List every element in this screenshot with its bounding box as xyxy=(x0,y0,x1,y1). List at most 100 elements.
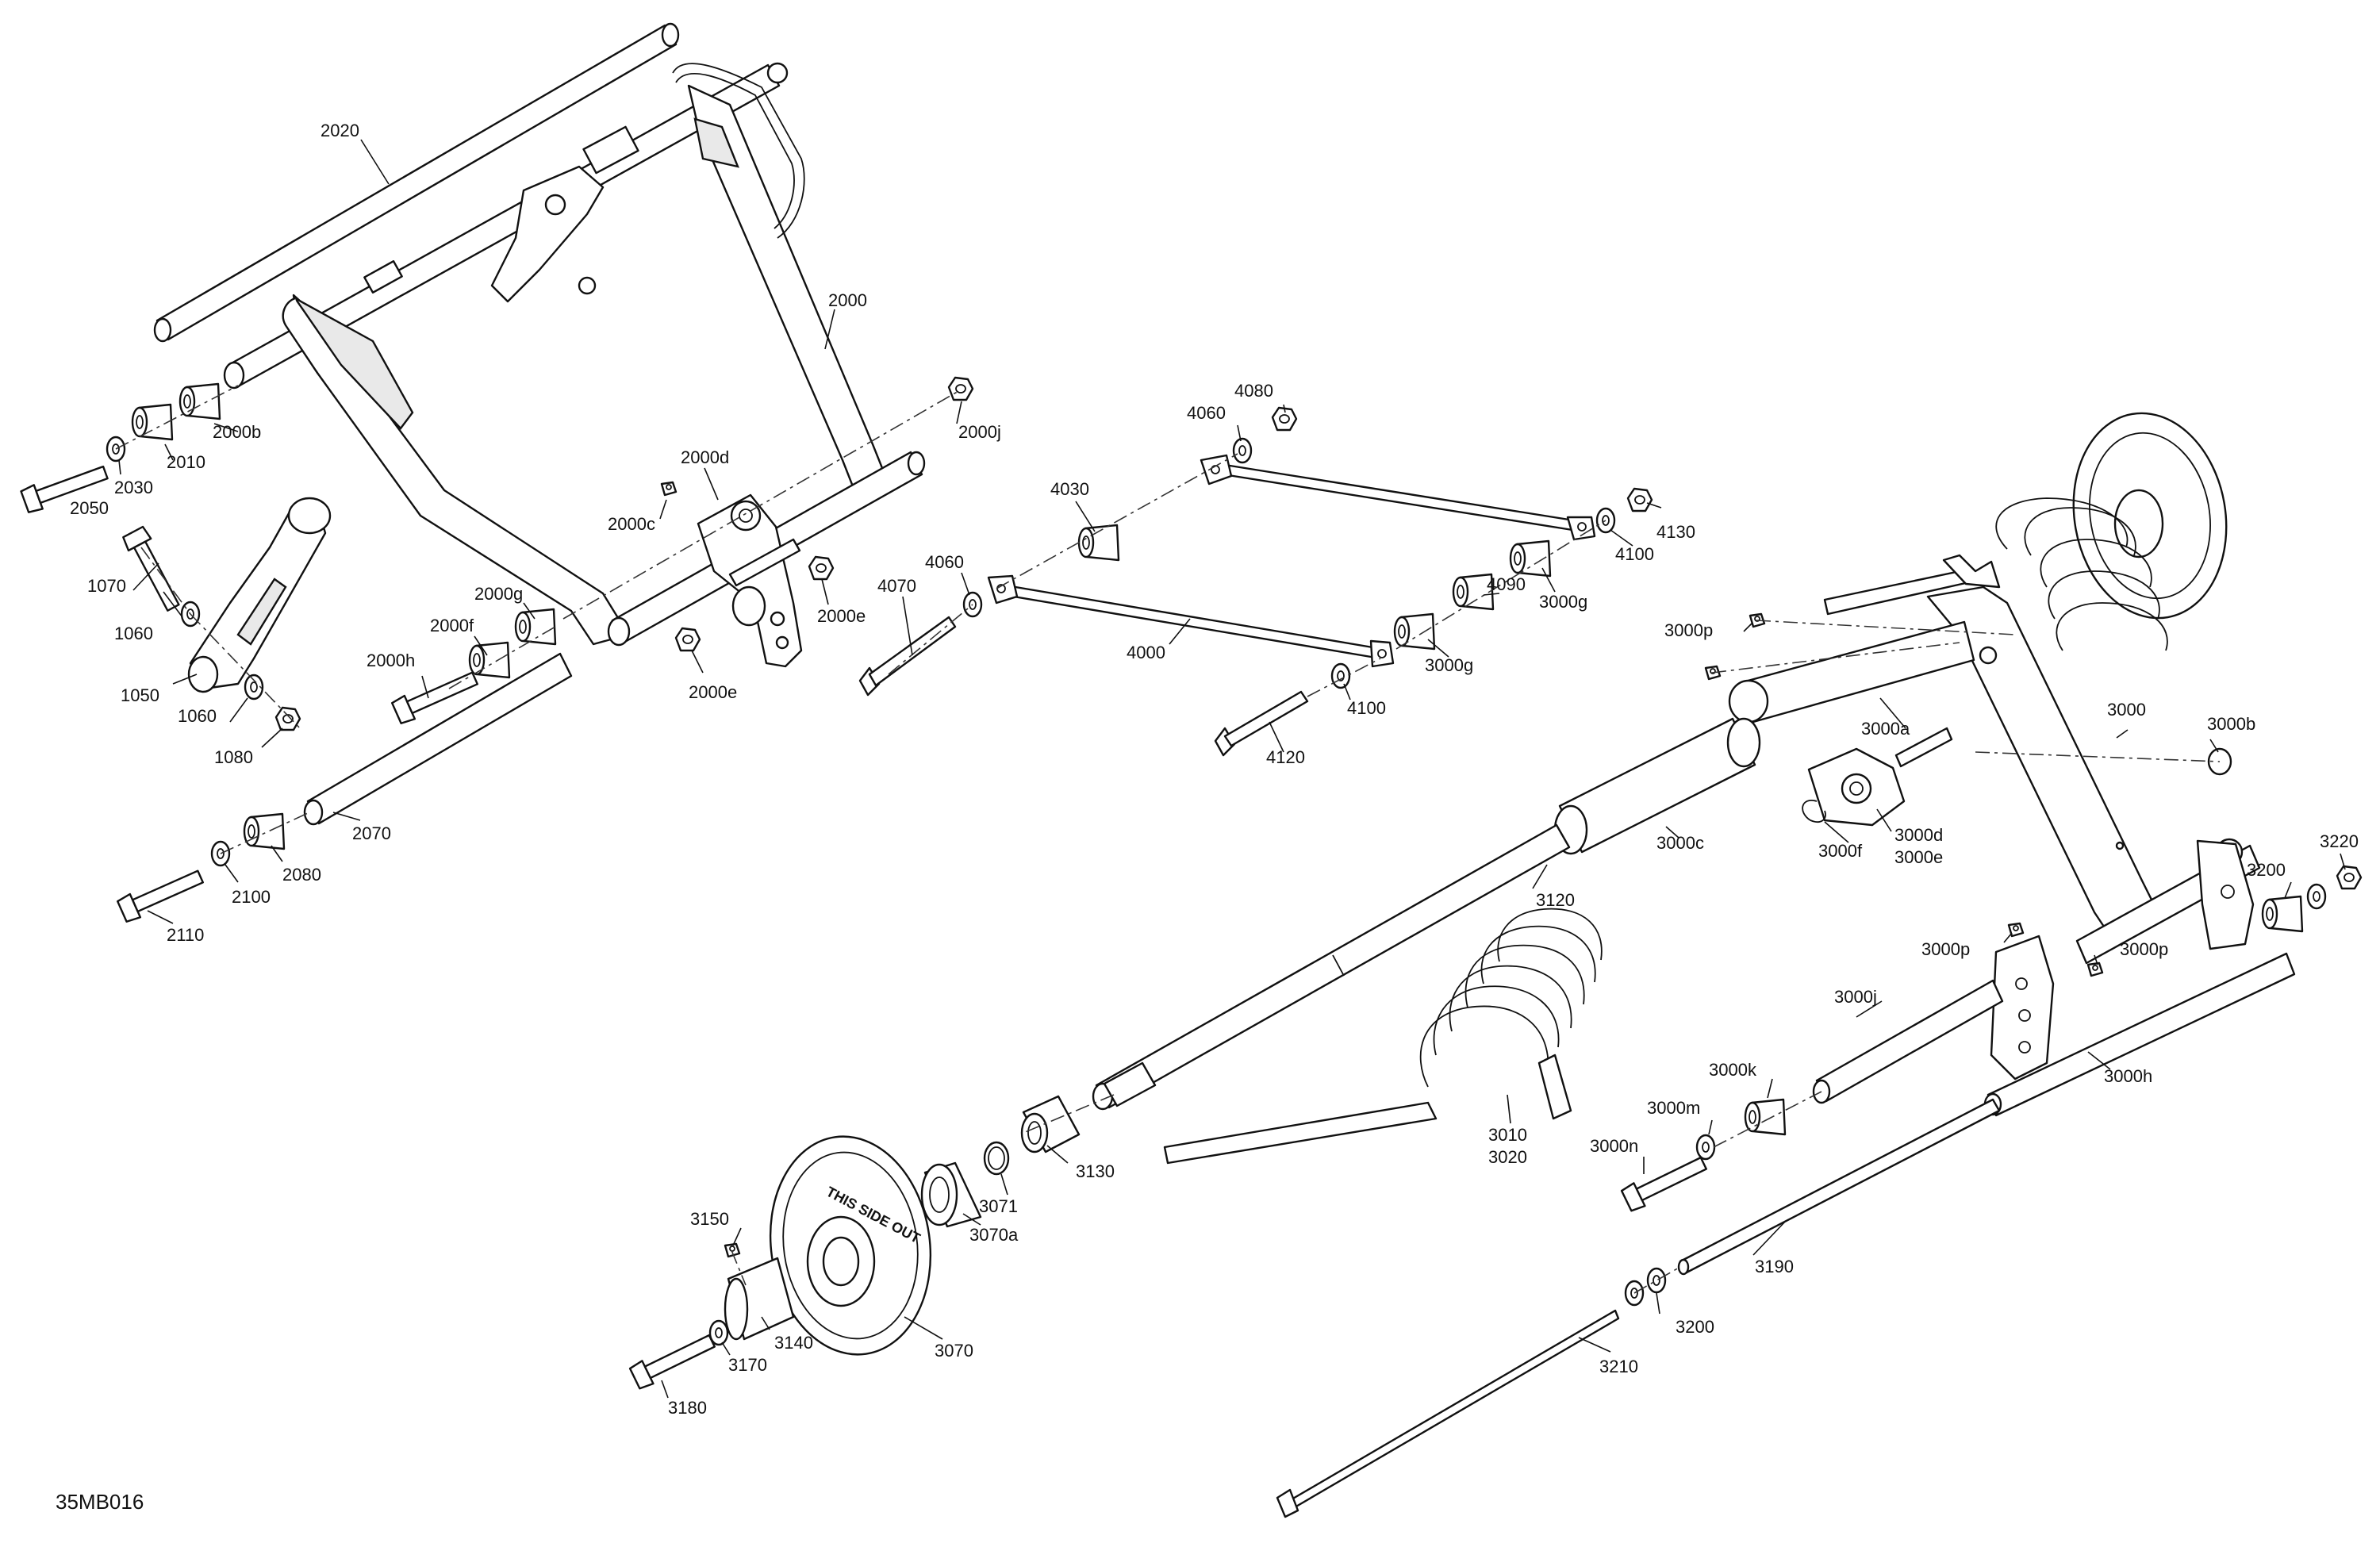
callout-2000g: 2000g xyxy=(474,584,523,604)
callout-2010: 2010 xyxy=(167,452,205,472)
part-4060-washer-upper xyxy=(1232,437,1253,464)
part-3200-washer-lower xyxy=(1646,1267,1667,1294)
part-2020-tube xyxy=(153,22,680,343)
callout-3000c: 3000c xyxy=(1656,833,1704,853)
part-3000j-tube xyxy=(1812,979,2004,1104)
part-3200-spacer-right xyxy=(2261,895,2304,933)
part-3000n-bolt xyxy=(1620,1150,1710,1214)
callout-3210: 3210 xyxy=(1599,1357,1638,1376)
callout-3180: 3180 xyxy=(668,1398,707,1418)
callout-3220: 3220 xyxy=(2320,831,2359,851)
part-3130-bushing xyxy=(1020,1095,1081,1153)
callout-4060-lower: 4060 xyxy=(925,552,964,572)
callout-3130: 3130 xyxy=(1076,1161,1115,1181)
part-4120-bolt xyxy=(1214,690,1309,757)
part-4070-bolt xyxy=(858,616,957,697)
callout-3200-right: 3200 xyxy=(2247,860,2286,880)
part-4000-link-rod-lower xyxy=(987,574,1395,668)
callout-3000f: 3000f xyxy=(1818,841,1863,861)
callout-2070: 2070 xyxy=(352,823,391,843)
callout-3010: 3010 xyxy=(1488,1125,1527,1145)
part-2070-tube xyxy=(303,652,573,826)
callout-4060-upper: 4060 xyxy=(1187,403,1226,423)
callout-2000: 2000 xyxy=(828,290,867,310)
callout-1060-upper: 1060 xyxy=(114,624,153,643)
part-2000e-nut-right xyxy=(808,555,835,581)
callout-2030: 2030 xyxy=(114,478,153,497)
callout-4000: 4000 xyxy=(1127,643,1165,662)
callout-1050: 1050 xyxy=(121,685,159,705)
part-2000c-grease-fitting xyxy=(660,481,678,497)
callout-3000a: 3000a xyxy=(1861,719,1910,739)
part-3000d-3000e-block xyxy=(1807,727,1953,827)
part-3000k-bushing xyxy=(1744,1098,1787,1136)
part-3070-wheel-upper xyxy=(2072,412,2228,620)
callout-4070: 4070 xyxy=(877,576,916,596)
part-4100-washer-left xyxy=(1330,662,1351,689)
part-4030-spacer xyxy=(1077,524,1120,562)
part-2000g-bushing xyxy=(514,608,557,646)
part-2080-bushing xyxy=(243,812,286,850)
callout-labels: 2020 2000 2000b 2010 2030 2050 1070 1060… xyxy=(70,121,2359,1418)
part-2000f-bushing xyxy=(468,641,511,679)
part-2000d-bracket xyxy=(697,493,803,668)
part-3190-rod xyxy=(1677,1098,2001,1276)
callout-3000: 3000 xyxy=(2107,700,2146,720)
callout-3000g-upper: 3000g xyxy=(1539,592,1587,612)
part-4000-link-rod-upper xyxy=(1200,454,1596,541)
callout-2080: 2080 xyxy=(282,865,321,885)
callout-4100-left: 4100 xyxy=(1347,698,1386,718)
callout-3000g-lower: 3000g xyxy=(1425,655,1473,675)
callout-2000e-bottom: 2000e xyxy=(689,682,737,702)
callout-3000h: 3000h xyxy=(2104,1066,2152,1086)
rear-arm-assembly xyxy=(1276,412,2363,1518)
callout-4100-right: 4100 xyxy=(1615,544,1654,564)
callout-3070: 3070 xyxy=(935,1341,973,1361)
callout-1080: 1080 xyxy=(214,747,253,767)
callout-3000m: 3000m xyxy=(1647,1098,1700,1118)
callout-2000h: 2000h xyxy=(367,651,415,670)
part-3000f-clip xyxy=(1802,800,1826,823)
part-3200-washer-right xyxy=(2306,883,2327,910)
callout-4080: 4080 xyxy=(1234,381,1273,401)
part-3000p-fitting-right xyxy=(2086,961,2104,977)
part-3000-fitting-dot xyxy=(2115,841,2125,850)
front-arm-upper-shaft xyxy=(223,62,789,390)
callout-2000d: 2000d xyxy=(681,447,729,467)
part-3000c-tube xyxy=(1553,717,1761,855)
part-2000e-nut-bottom xyxy=(674,627,701,652)
part-3150-fitting xyxy=(724,1242,741,1258)
callout-1060-lower: 1060 xyxy=(178,706,217,726)
callout-3000b: 3000b xyxy=(2207,714,2255,734)
callout-4130: 4130 xyxy=(1656,522,1695,542)
callout-3140: 3140 xyxy=(774,1333,813,1353)
part-3140-spacer xyxy=(724,1257,795,1341)
leader-lines xyxy=(118,139,2346,1399)
part-3010-3020-torsion-spring xyxy=(1163,908,1603,1165)
callout-4090: 4090 xyxy=(1487,574,1526,594)
part-2010-bushing xyxy=(131,403,174,441)
callout-3000p-upper: 3000p xyxy=(1664,620,1713,640)
callout-2000e-right: 2000e xyxy=(817,606,866,626)
callout-2050: 2050 xyxy=(70,498,109,518)
link-rod-assembly xyxy=(858,406,1653,757)
callout-3200-lower: 3200 xyxy=(1676,1317,1714,1337)
center-shaft-assembly: THIS SIDE OUT xyxy=(628,823,1603,1391)
callout-3190: 3190 xyxy=(1755,1257,1794,1276)
callout-4120: 4120 xyxy=(1266,747,1305,767)
part-3000-rear-arm-frame xyxy=(1728,554,2296,1117)
part-3210-long-rod xyxy=(1276,1309,1620,1518)
callout-3000p-lower: 3000p xyxy=(1921,939,1970,959)
callout-3000e: 3000e xyxy=(1894,847,1943,867)
part-3070a-bearing xyxy=(920,1161,982,1228)
callout-2000b: 2000b xyxy=(213,422,261,442)
part-3180-bolt xyxy=(628,1328,719,1391)
callout-4030: 4030 xyxy=(1050,479,1089,499)
callout-3150: 3150 xyxy=(690,1209,729,1229)
part-1050-lever-arm xyxy=(187,497,332,693)
part-1080-nut xyxy=(274,706,301,731)
callout-3020: 3020 xyxy=(1488,1147,1527,1167)
part-3000g-bushing-lower xyxy=(1393,612,1436,651)
callout-3000n: 3000n xyxy=(1590,1136,1638,1156)
part-2110-bolt xyxy=(116,864,207,924)
